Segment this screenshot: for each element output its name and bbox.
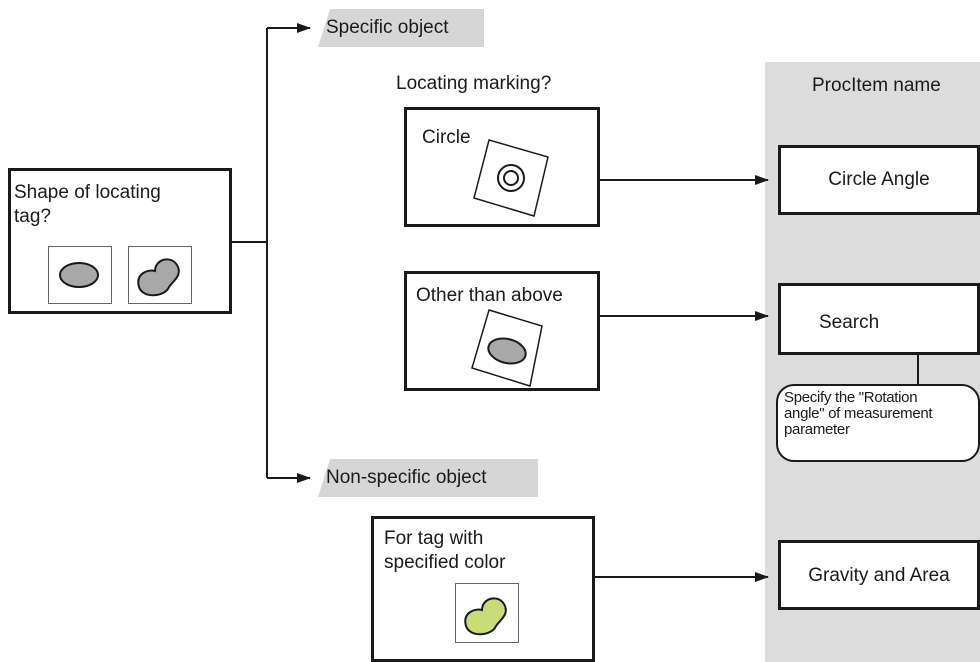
gravity-area-label: Gravity and Area <box>808 565 950 586</box>
ellipse-shape-icon <box>59 262 99 288</box>
ellipse-thumbnail <box>48 246 112 304</box>
callout-line3: parameter <box>784 421 850 438</box>
other-option-box: Other than above <box>404 271 600 391</box>
color-option-box: For tag with specified color <box>371 516 595 662</box>
color-option-label-line2: specified color <box>384 552 506 573</box>
rotation-angle-callout: Specify the "Rotation angle" of measurem… <box>776 384 980 462</box>
circle-option-box: Circle <box>404 107 600 227</box>
panel-title: ProcItem name <box>812 75 941 96</box>
concentric-circle-icon <box>473 139 549 217</box>
circle-angle-procitem: Circle Angle <box>778 145 980 215</box>
specific-object-label: Specific object <box>326 17 449 38</box>
circle-option-label: Circle <box>422 127 471 148</box>
source-label-line1: Shape of locating <box>14 182 161 203</box>
green-blob-icon <box>464 597 507 636</box>
callout-line1: Specify the "Rotation <box>784 389 918 406</box>
circle-angle-label: Circle Angle <box>828 169 930 190</box>
source-label-line2: tag? <box>14 206 51 227</box>
other-option-label: Other than above <box>416 285 563 306</box>
locating-marking-heading: Locating marking? <box>396 73 552 94</box>
green-blob-thumbnail <box>455 583 519 643</box>
non-specific-object-label: Non-specific object <box>326 467 487 488</box>
color-option-label-line1: For tag with <box>384 528 484 549</box>
locating-tag-shape-box: Shape of locating tag? <box>8 168 232 314</box>
specific-object-banner: Specific object <box>318 9 484 47</box>
callout-line2: angle" of measurement <box>784 405 933 422</box>
blob-shape-icon <box>137 258 180 297</box>
gravity-area-procitem: Gravity and Area <box>778 540 980 610</box>
tilted-ellipse-icon <box>471 309 543 387</box>
search-label: Search <box>819 312 880 333</box>
blob-thumbnail <box>128 246 192 304</box>
search-procitem: Search <box>778 283 980 355</box>
non-specific-object-banner: Non-specific object <box>318 459 538 497</box>
